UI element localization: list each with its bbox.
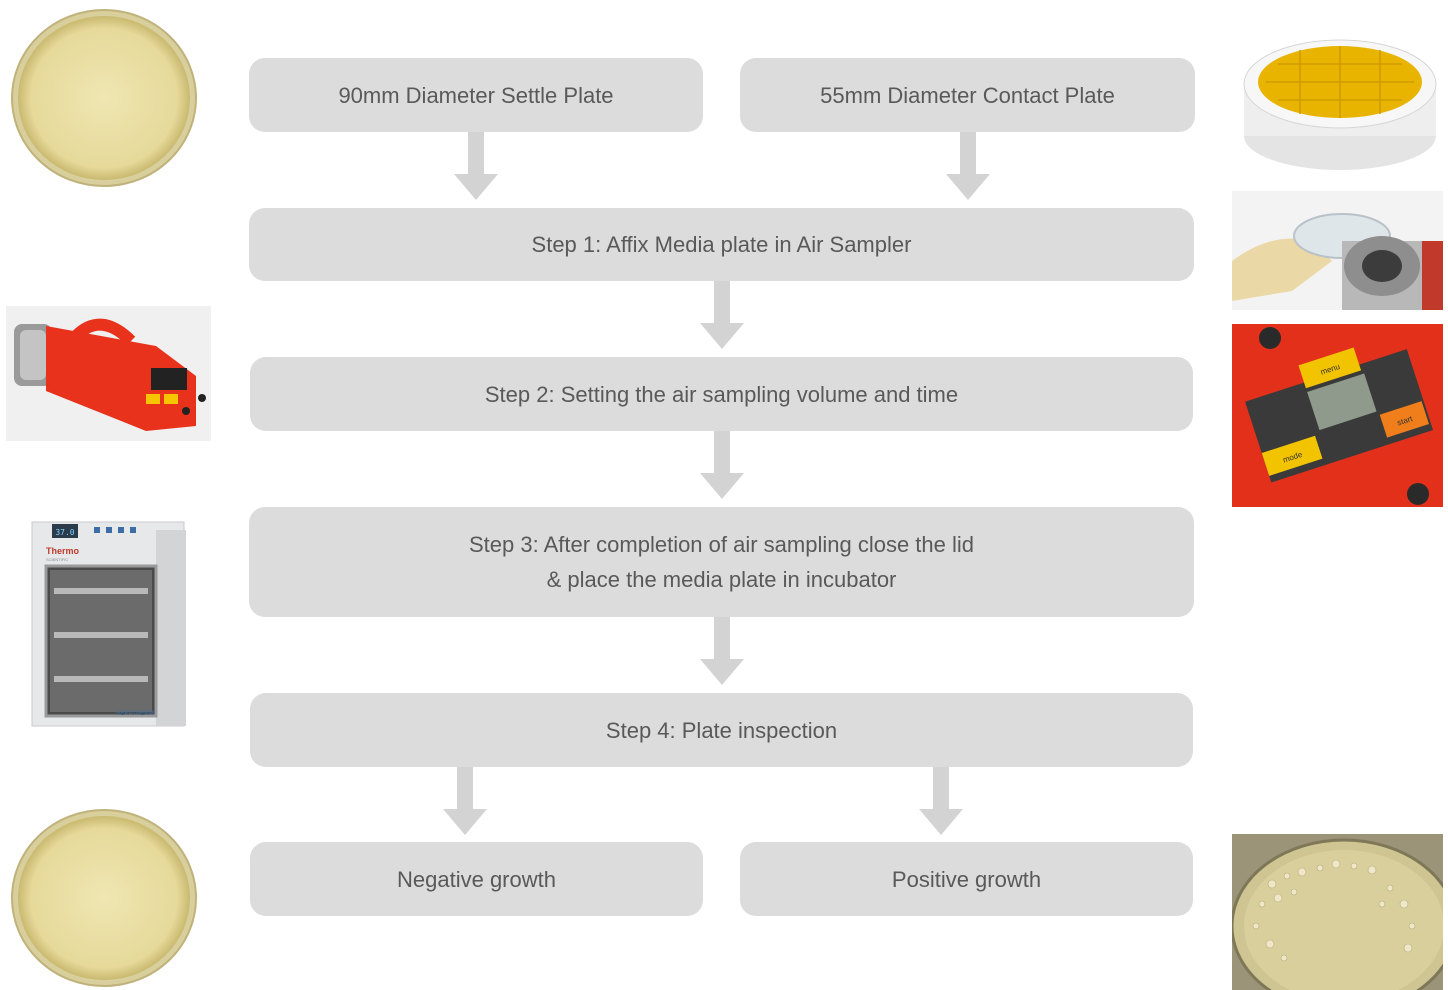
down-arrow-negative-icon	[443, 767, 487, 835]
step4-label: Step 4: Plate inspection	[605, 717, 838, 743]
down-arrow-step3-icon	[700, 617, 744, 685]
negative-plate-image	[11, 809, 197, 987]
step1-box: Step 1: Affix Media plate in Air Sampler	[249, 208, 1194, 281]
contact-plate-image	[1243, 39, 1437, 170]
air-sampler-image	[6, 306, 211, 441]
negative-growth-box: Negative growth	[250, 842, 703, 916]
incubator-image: 37.0 Thermo SCIENTIFIC HERATHERM	[31, 521, 186, 727]
step3-label-line2: & place the media plate in incubator	[546, 567, 897, 592]
step1-label: Step 1: Affix Media plate in Air Sampler	[531, 232, 912, 257]
step2-label: Step 2: Setting the air sampling volume …	[484, 381, 959, 407]
contact-plate-box: 55mm Diameter Contact Plate	[740, 58, 1195, 132]
positive-growth-box: Positive growth	[740, 842, 1193, 916]
down-arrow-settle-icon	[454, 132, 498, 200]
settle-plate-label: 90mm Diameter Settle Plate	[338, 82, 614, 108]
incubator-display-readout: 37.0	[55, 528, 74, 537]
down-arrow-step2-icon	[700, 431, 744, 499]
incubator-brand-text: Thermo	[46, 546, 80, 556]
down-arrow-contact-icon	[946, 132, 990, 200]
step3-label-line1: Step 3: After completion of air sampling…	[468, 532, 975, 557]
positive-growth-label: Positive growth	[891, 866, 1042, 892]
step3-box: Step 3: After completion of air sampling…	[249, 507, 1194, 617]
incubator-brand-sub-text: SCIENTIFIC	[46, 557, 68, 562]
down-arrow-step1-icon	[700, 281, 744, 349]
affix-plate-image	[1232, 191, 1443, 310]
contact-plate-label: 55mm Diameter Contact Plate	[820, 82, 1115, 108]
down-arrow-positive-icon	[919, 767, 963, 835]
settle-plate-image	[11, 9, 197, 187]
step4-box: Step 4: Plate inspection	[250, 693, 1193, 767]
sampler-keypad-image: menu mode start	[1232, 324, 1443, 507]
incubator-model-text: HERATHERM	[116, 711, 154, 717]
negative-growth-label: Negative growth	[397, 866, 556, 892]
settle-plate-box: 90mm Diameter Settle Plate	[249, 58, 703, 132]
positive-plate-image	[1232, 834, 1443, 990]
step2-box: Step 2: Setting the air sampling volume …	[250, 357, 1193, 431]
